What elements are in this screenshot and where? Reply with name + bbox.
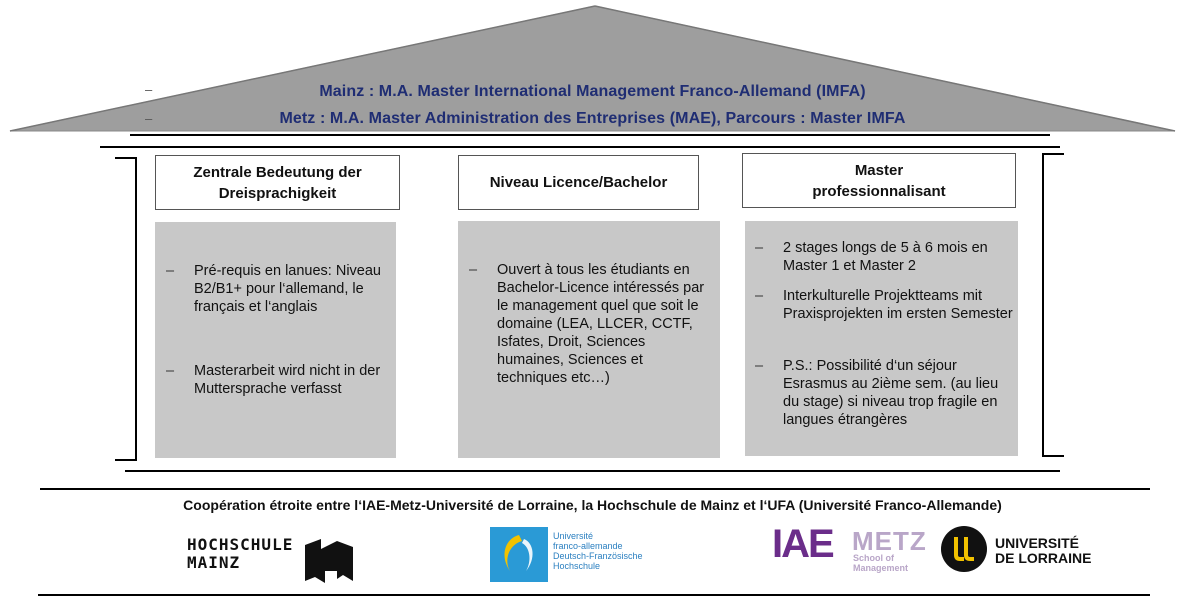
bullet-dash: – [166, 363, 175, 379]
column-header: Master professionnalisant [742, 153, 1016, 208]
ufa-logo-mark [490, 527, 548, 582]
right-bracket [1042, 153, 1064, 457]
bullet-item: –Pré-requis en lanues: Niveau B2/B1+ pou… [166, 263, 381, 315]
column-header: Zentrale Bedeutung der Dreisprachigkeit [155, 155, 400, 210]
column-pillar: –Ouvert à tous les étudiants en Bachelor… [458, 221, 720, 458]
roof-shape [9, 5, 1176, 132]
bullet-item: –Interkulturelle Projektteams mit Praxis… [755, 288, 1013, 322]
top-divider [130, 134, 1050, 136]
bullet-item: –Masterarbeit wird nicht in der Muttersp… [166, 363, 381, 397]
iae-sub-text: School of Management [853, 553, 909, 573]
column-pillar: –Pré-requis en lanues: Niveau B2/B1+ pou… [155, 222, 396, 458]
bullet-item: –P.S.: Possibilité d‘un séjour Esrasmus … [755, 358, 999, 428]
roof-dash: – [145, 111, 153, 126]
universite-lorraine-logo-mark [941, 526, 987, 572]
bullet-item: –2 stages longs de 5 à 6 mois en Master … [755, 240, 988, 274]
program-title-metz: Metz : M.A. Master Administration des En… [279, 110, 906, 127]
bullet-dash: – [755, 358, 764, 374]
program-title-mainz: Mainz : M.A. Master International Manage… [319, 83, 866, 100]
bullet-dash: – [755, 240, 764, 256]
iae-metz-text: METZ [852, 526, 927, 556]
hochschule-mainz-logo-text: HOCHSCHULE MAINZ [187, 535, 294, 572]
base-divider [40, 488, 1150, 490]
ufa-logo-text: Université franco-allemande Deutsch-Fran… [553, 531, 643, 571]
universite-lorraine-logo-text: UNIVERSITÉ DE LORRAINE [995, 535, 1092, 566]
footer-divider [38, 594, 1150, 596]
bullet-dash: – [755, 288, 764, 304]
column-pillar: –2 stages longs de 5 à 6 mois en Master … [745, 221, 1018, 456]
left-bracket [115, 157, 137, 461]
roof-dash: – [145, 82, 153, 97]
bullet-dash: – [166, 263, 175, 279]
base-divider [125, 470, 1060, 472]
bullet-item: –Ouvert à tous les étudiants en Bachelor… [469, 262, 705, 386]
hochschule-mainz-logo-mark [305, 539, 353, 583]
cooperation-text: Coopération étroite entre l‘IAE-Metz-Uni… [183, 497, 1002, 513]
top-divider [100, 146, 1060, 148]
iae-logo-mark: IAE [772, 522, 835, 566]
column-header: Niveau Licence/Bachelor [458, 155, 699, 210]
bullet-dash: – [469, 262, 478, 278]
